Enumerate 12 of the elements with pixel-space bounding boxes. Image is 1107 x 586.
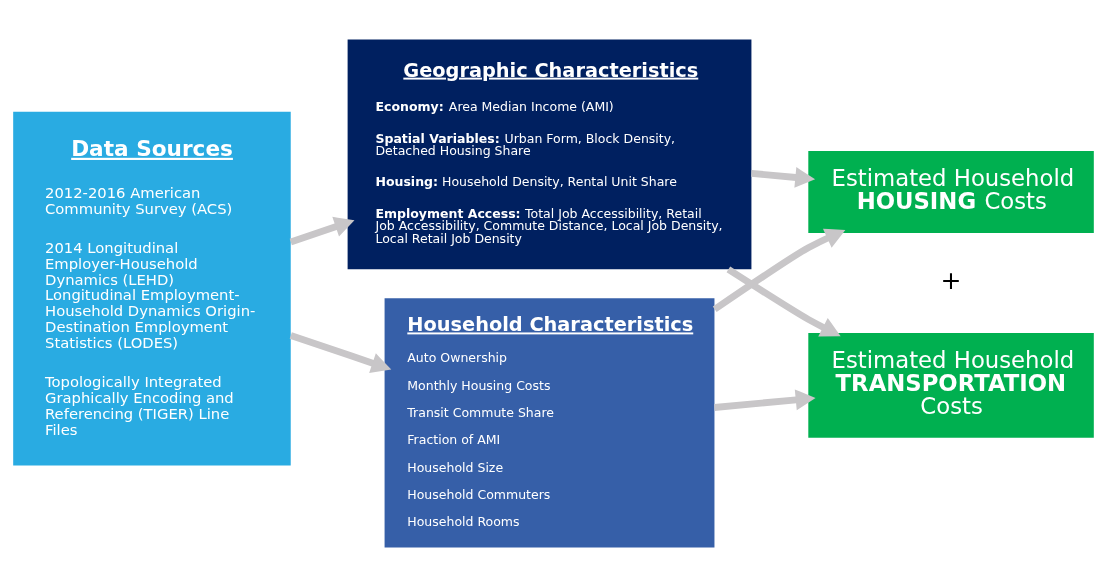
node-box: Data Sources 2012-2016 American Community Survey (ACS) 2014 Longitudinal Employer-Household Dynamics (LEHD) Longitudinal Employment-Household Dynamics Origin-Destination Employment Statistics (LODES) Topologically Integrated Graphically Encoding and Referencing (TIGER) Line Files [13,111,291,466]
node-box: Household Characteristics Auto Ownership Monthly Housing Costs Transit Commute Share Fraction of AMI Household Size Household Commuters Household Rooms [384,297,715,547]
arrow [751,166,816,188]
arrow [289,216,355,245]
arrow [726,266,841,337]
node-box: Geographic Characteristics Economy: Area Median Income (AMI) Spatial Variables: Urban Form, Block Density, Detached Housing Share Housing: Household Density, Rental Unit Share Employment Access: Total Job Accessibility, Retail Job Accessibility, Commute Distance, Local Job Density, Local Retail Job Density [347,39,752,269]
arrow [712,228,846,312]
node-box: Estimated Household HOUSING Costs [808,150,1094,233]
label: + [940,265,962,295]
arrow [289,331,392,373]
arrow [714,388,816,411]
node-box: Estimated Household TRANSPORTATION Costs [808,332,1094,438]
